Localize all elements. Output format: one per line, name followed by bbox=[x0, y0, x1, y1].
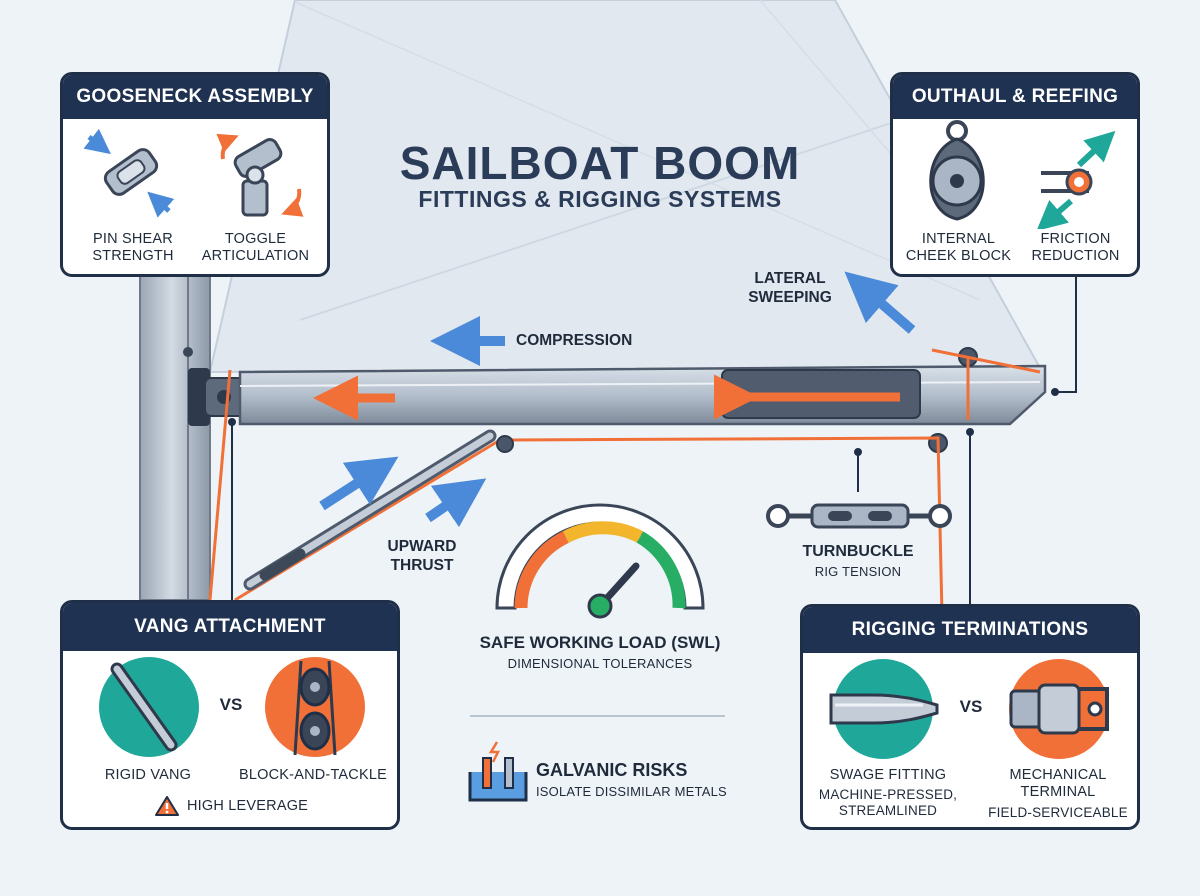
mechanical-terminal-icon bbox=[1009, 659, 1109, 759]
turnbuckle-sub-label: RIG TENSION bbox=[814, 564, 902, 579]
warning-triangle-icon bbox=[155, 796, 179, 816]
vang-strut bbox=[243, 429, 514, 591]
swage-fitting-icon bbox=[829, 659, 939, 759]
gauge-icon bbox=[495, 503, 705, 619]
gooseneck-item2-label: TOGGLE ARTICULATION bbox=[201, 231, 310, 265]
vang-warning-label: HIGH LEVERAGE bbox=[187, 798, 309, 814]
turnbuckle-icon bbox=[766, 503, 952, 529]
gooseneck-item1-label: PIN SHEAR STRENGTH bbox=[92, 231, 174, 265]
vang-item1-label: RIGID VANG bbox=[104, 767, 192, 783]
gooseneck-fitting bbox=[188, 368, 246, 426]
force-arrows bbox=[319, 271, 916, 528]
outhaul-panel-title: OUTHAUL & REEFING bbox=[893, 75, 1137, 119]
outhaul-icons bbox=[929, 120, 1116, 229]
turnbuckle-label: TURNBUCKLE bbox=[802, 543, 914, 560]
page-subtitle: FITTINGS & RIGGING SYSTEMS bbox=[418, 186, 782, 212]
outhaul-panel: OUTHAUL & REEFING INTERNAL CHEEK BLOCK F… bbox=[890, 72, 1140, 277]
vang-item2-label: BLOCK-AND-TACKLE bbox=[239, 767, 387, 783]
swl-label: SAFE WORKING LOAD (SWL) bbox=[479, 633, 721, 652]
pin-shear-icon bbox=[83, 128, 175, 218]
rigid-vang-icon bbox=[99, 657, 199, 757]
terminations-panel-title: RIGGING TERMINATIONS bbox=[803, 607, 1137, 653]
mechanical-terminal-desc: FIELD-SERVICEABLE bbox=[988, 805, 1128, 820]
outhaul-item2-label: FRICTION REDUCTION bbox=[1031, 231, 1120, 265]
swage-fitting-desc: MACHINE-PRESSED, STREAMLINED bbox=[818, 787, 958, 819]
terminations-icons bbox=[829, 659, 1109, 759]
connector-leaders bbox=[228, 276, 1077, 717]
outhaul-item1-label: INTERNAL CHEEK BLOCK bbox=[905, 231, 1012, 265]
vang-icons bbox=[99, 657, 365, 757]
gooseneck-icons bbox=[83, 128, 304, 218]
galvanic-icon bbox=[468, 741, 528, 802]
swage-fitting-title: SWAGE FITTING bbox=[829, 767, 947, 783]
mechanical-terminal-title: MECHANICAL TERMINAL bbox=[1009, 767, 1107, 801]
boom bbox=[238, 347, 1047, 453]
mast bbox=[139, 269, 211, 601]
friction-icon bbox=[1036, 130, 1116, 229]
swl-sub-label: DIMENSIONAL TOLERANCES bbox=[507, 656, 693, 671]
galvanic-sub-label: ISOLATE DISSIMILAR METALS bbox=[536, 784, 727, 799]
terminations-panel: RIGGING TERMINATIONS VS SWAGE FITTING MA… bbox=[800, 604, 1140, 830]
terminations-vs-label: VS bbox=[959, 697, 983, 716]
gooseneck-panel: GOOSENECK ASSEMBLY PIN SHEAR STRENGTH TO… bbox=[60, 72, 330, 277]
toggle-icon bbox=[216, 133, 304, 217]
vang-panel: VANG ATTACHMENT VS RIGID VANG BLOCK-AND-… bbox=[60, 600, 400, 830]
vang-vs-label: VS bbox=[219, 695, 243, 714]
block-tackle-icon bbox=[265, 657, 365, 757]
compression-label: COMPRESSION bbox=[516, 332, 633, 349]
lateral-sweeping-label: LATERAL SWEEPING bbox=[748, 270, 832, 306]
gooseneck-panel-title: GOOSENECK ASSEMBLY bbox=[63, 75, 327, 119]
vang-panel-title: VANG ATTACHMENT bbox=[63, 603, 397, 651]
cheek-block-icon bbox=[929, 120, 985, 221]
galvanic-label: GALVANIC RISKS bbox=[536, 760, 688, 780]
page-title: SAILBOAT BOOM bbox=[399, 137, 801, 189]
upward-thrust-label: UPWARD THRUST bbox=[387, 538, 457, 574]
